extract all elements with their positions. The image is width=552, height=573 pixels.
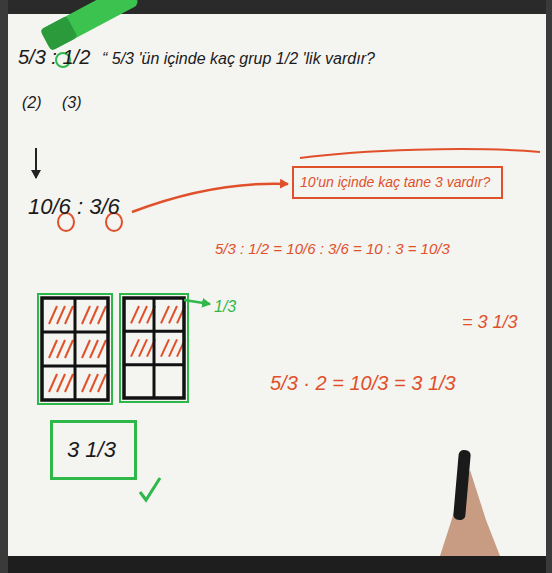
hatch-stroke: [57, 306, 65, 324]
hatch-stroke: [65, 374, 73, 392]
hatch-stroke: [49, 306, 57, 324]
photo-edge: [546, 0, 552, 573]
grid-outline: [42, 298, 108, 400]
hatch-stroke: [161, 339, 169, 356]
box-text: 10'un içinde kaç tane 3 vardır?: [300, 174, 495, 190]
hatch-stroke: [90, 340, 98, 358]
hatch-stroke: [98, 306, 106, 324]
fraction-note: 1/3: [214, 298, 236, 316]
answer-box: 3 1/3: [50, 420, 137, 480]
photo-edge: [0, 556, 552, 573]
division-expression: 5/3 : 1/2: [18, 46, 90, 69]
equation-line: 5/3 : 1/2 = 10/6 : 3/6 = 10 : 3 = 10/3: [215, 240, 450, 257]
grid-line: [42, 331, 108, 334]
grid-outline: [124, 298, 184, 398]
grid-frame: [38, 294, 112, 404]
marker-pen: [453, 450, 471, 521]
division-expression: 10/6 : 3/6: [28, 194, 120, 219]
hand: [440, 470, 500, 556]
hatch-stroke: [82, 374, 90, 392]
green-marker: [40, 0, 140, 51]
grid-line: [153, 298, 156, 398]
question-text: “ 5/3 'ün içinde kaç grup 1/2 'lik vardı…: [102, 50, 375, 68]
equation-result: = 3 1/3: [462, 312, 518, 333]
orange-stroke: [300, 149, 540, 158]
grid-line: [124, 363, 184, 366]
grid-line: [42, 365, 108, 368]
hatch-stroke: [82, 340, 90, 358]
hatch-stroke: [139, 339, 147, 356]
green-arrow: [184, 300, 210, 304]
hatch-stroke: [90, 374, 98, 392]
box-text: 3 1/3: [67, 437, 120, 462]
hatch-stroke: [169, 306, 177, 323]
hatch-stroke: [65, 340, 73, 358]
hatch-stroke: [131, 339, 139, 356]
grid-line: [74, 298, 77, 400]
hatch-stroke: [57, 340, 65, 358]
hatch-stroke: [57, 374, 65, 392]
hatch-stroke: [98, 374, 106, 392]
equation-line: 5/3 · 2 = 10/3 = 3 1/3: [270, 372, 456, 395]
hatch-stroke: [82, 306, 90, 324]
hatch-stroke: [49, 340, 57, 358]
orange-arrow: [132, 184, 288, 212]
check-mark: [140, 478, 160, 500]
hatch-stroke: [90, 306, 98, 324]
grid-line: [124, 330, 184, 333]
multiplier-note: (3): [62, 94, 82, 112]
down-arrow: [35, 148, 37, 178]
hatch-stroke: [49, 374, 57, 392]
hatch-stroke: [169, 339, 177, 356]
multiplier-note: (2): [22, 94, 42, 112]
hatch-stroke: [131, 306, 139, 323]
grid-frame: [120, 294, 188, 402]
hatch-stroke: [161, 306, 169, 323]
hatch-stroke: [98, 340, 106, 358]
hatch-stroke: [65, 306, 73, 324]
photo-edge: [0, 0, 8, 573]
fraction-grids: [38, 294, 188, 404]
question-box: 10'un içinde kaç tane 3 vardır?: [292, 166, 503, 199]
hatch-stroke: [139, 306, 147, 323]
